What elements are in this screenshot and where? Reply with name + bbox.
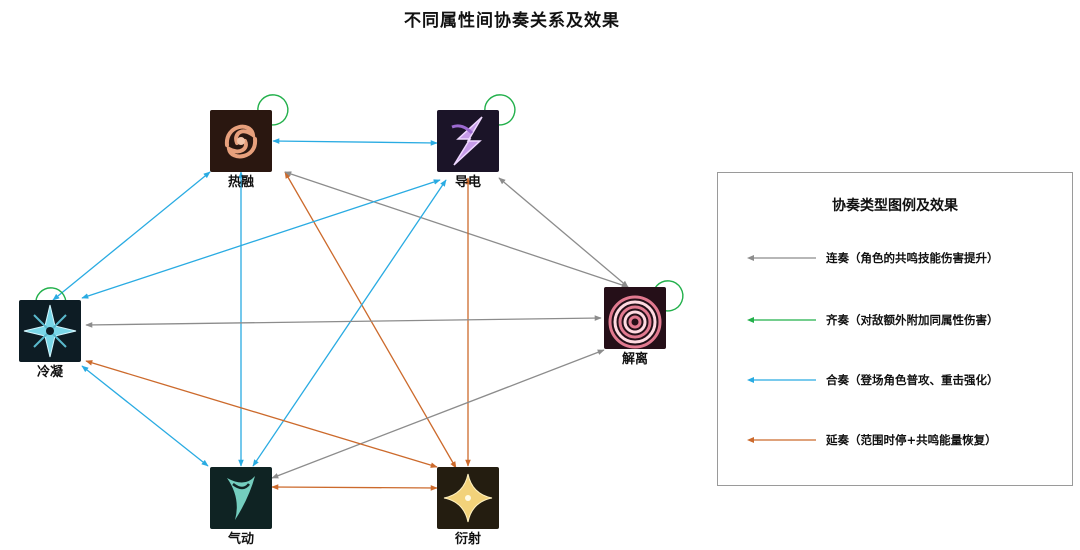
self-loop-elec [484, 94, 516, 128]
edge-aero-spec [271, 484, 438, 491]
edge-havoc-glac [85, 315, 602, 328]
edge-glac-spec [85, 360, 438, 468]
node-glac: 冷凝 [19, 300, 81, 380]
legend-item-orange: 延奏（范围时停+共鸣能量恢复） [746, 430, 1066, 450]
legend-label-gray: 连奏（角色的共鸣技能伤害提升） [826, 251, 999, 265]
glacio-snowflake-icon [19, 300, 81, 362]
legend-arrow-blue [747, 377, 816, 383]
edge-elec-glac [81, 179, 441, 299]
legend-label-blue: 合奏（登场角色普攻、重击强化） [826, 373, 999, 387]
node-heat: 热融 [210, 110, 272, 190]
legend-label-orange: 延奏（范围时停+共鸣能量恢复） [826, 433, 997, 447]
edge-elec-aero [252, 179, 447, 467]
legend-panel: 协奏类型图例及效果 连奏（角色的共鸣技能伤害提升） 齐奏（对敌额外附加同属性伤害… [717, 172, 1073, 486]
node-label-aero: 气动 [228, 531, 254, 547]
electro-lightning-icon [437, 110, 499, 172]
aero-wind-icon [210, 467, 272, 529]
self-loop-heat [257, 94, 289, 128]
edge-havoc-elec [498, 177, 629, 288]
legend-item-gray: 连奏（角色的共鸣技能伤害提升） [746, 248, 1066, 268]
node-spec: 衍射 [437, 467, 499, 547]
legend-label-green: 齐奏（对敌额外附加同属性伤害） [826, 313, 999, 327]
edge-heat-elec [272, 138, 438, 146]
node-label-glac: 冷凝 [37, 364, 64, 380]
node-label-heat: 热融 [228, 174, 254, 190]
node-label-spec: 衍射 [454, 531, 481, 547]
node-label-havoc: 解离 [621, 351, 648, 367]
edges-layer [52, 138, 629, 491]
legend-title: 协奏类型图例及效果 [832, 198, 958, 214]
spectro-star-icon [437, 467, 499, 529]
edge-glac-aero [81, 365, 209, 467]
havoc-rings-icon [604, 287, 666, 349]
fusion-flame-icon [210, 110, 272, 172]
legend-arrow-orange [747, 437, 816, 443]
node-havoc: 解离 [604, 287, 666, 367]
edge-heat-glac [52, 171, 211, 301]
edge-havoc-aero [271, 349, 605, 479]
legend-item-green: 齐奏（对敌额外附加同属性伤害） [746, 310, 1066, 330]
legend-arrow-gray [747, 255, 816, 261]
legend-arrow-green [747, 317, 816, 323]
legend-item-blue: 合奏（登场角色普攻、重击强化） [746, 370, 1066, 390]
node-aero: 气动 [210, 467, 272, 547]
node-label-elec: 导电 [455, 174, 481, 190]
diagram-title: 不同属性间协奏关系及效果 [404, 11, 620, 31]
node-elec: 导电 [437, 110, 499, 190]
